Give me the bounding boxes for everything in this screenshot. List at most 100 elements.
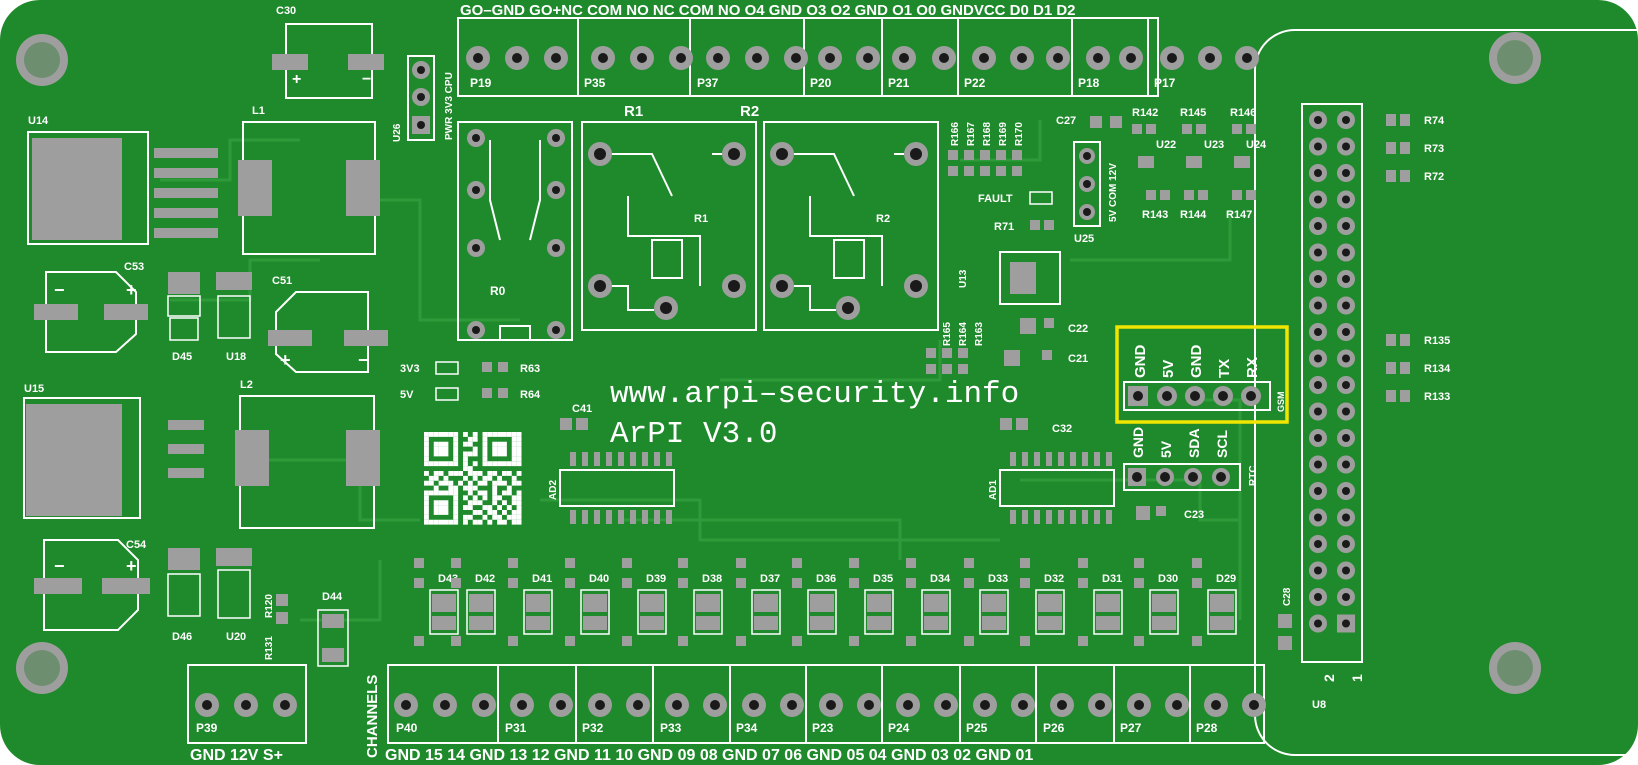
- channel-terminal-block[interactable]: [387, 664, 1266, 744]
- header-u26[interactable]: PWR 3V3 CPU U26: [392, 55, 455, 142]
- svg-text:R168: R168: [982, 122, 993, 146]
- svg-text:P27: P27: [1120, 721, 1142, 735]
- svg-text:GSM: GSM: [1276, 391, 1286, 412]
- svg-text:P31: P31: [505, 721, 527, 735]
- svg-text:R134: R134: [1424, 363, 1451, 375]
- resistor-array-r166: R166 R167 R168 R169 R170: [948, 122, 1025, 176]
- svg-text:U8: U8: [1312, 699, 1326, 711]
- svg-text:R163: R163: [974, 322, 985, 346]
- svg-text:R170: R170: [1014, 122, 1025, 146]
- resistor-array-r163: R165 R164 R163: [926, 322, 985, 374]
- svg-text:R120: R120: [264, 594, 275, 618]
- svg-text:P32: P32: [582, 721, 604, 735]
- svg-text:−: −: [358, 350, 369, 370]
- svg-text:GND: GND: [1132, 345, 1149, 379]
- channels-title: CHANNELS: [364, 675, 381, 758]
- svg-text:U22: U22: [1156, 139, 1176, 151]
- svg-text:−: −: [54, 556, 65, 576]
- relay-r2: R2: [763, 121, 939, 331]
- svg-text:5V: 5V: [1158, 440, 1174, 458]
- svg-text:R64: R64: [520, 389, 541, 401]
- module-u14: U14: [27, 115, 218, 245]
- svg-text:+: +: [126, 280, 137, 300]
- gpio-header-u8[interactable]: 2 1 U8: [1301, 103, 1365, 711]
- inductor-l1: L1: [238, 105, 380, 255]
- transistor-group: R142 R145 R146 U22 U23 U24 R143 R144 R14…: [1132, 107, 1267, 221]
- svg-text:U14: U14: [28, 115, 49, 127]
- svg-text:R63: R63: [520, 363, 540, 375]
- svg-text:+: +: [280, 350, 291, 370]
- svg-text:R74: R74: [1424, 115, 1445, 127]
- capacitor-c21: C21: [1004, 350, 1088, 366]
- led-fault: FAULT R71: [978, 191, 1054, 233]
- power-terminal-p39[interactable]: P39: [187, 664, 307, 744]
- diode-d46: D46: [167, 548, 201, 643]
- svg-text:C30: C30: [276, 5, 296, 17]
- svg-text:R73: R73: [1424, 143, 1444, 155]
- diode-label: D38: [702, 573, 722, 585]
- svg-text:U15: U15: [24, 383, 44, 395]
- diode-label: D40: [589, 573, 609, 585]
- qr-code: [422, 430, 522, 528]
- capacitor-c54: −+ C54: [34, 539, 150, 631]
- inductor-l2: L2: [235, 379, 380, 529]
- channel-terminal-refs: P40 P31 P32 P33 P34 P23 P24 P25 P26 P27 …: [396, 721, 1218, 735]
- svg-text:P25: P25: [966, 721, 988, 735]
- svg-text:P35: P35: [584, 76, 606, 90]
- svg-text:P40: P40: [396, 721, 418, 735]
- gsm-highlight-box: [1115, 325, 1289, 424]
- diode-label: D42: [475, 573, 495, 585]
- svg-text:R1: R1: [694, 213, 708, 225]
- svg-text:R71: R71: [994, 221, 1014, 233]
- svg-text:P33: P33: [660, 721, 682, 735]
- diode-d45: D45: [167, 272, 201, 363]
- resistor-r120: R120 R131: [264, 594, 288, 660]
- svg-text:R133: R133: [1424, 391, 1450, 403]
- capacitor-c53: −+ C53: [34, 261, 148, 353]
- diode-label: D37: [760, 573, 780, 585]
- svg-text:+: +: [126, 556, 137, 576]
- capacitor-c30: +− C30: [272, 5, 384, 99]
- svg-text:5V: 5V: [400, 389, 414, 401]
- svg-text:U26: U26: [392, 123, 403, 142]
- regulator-u18: U18: [216, 272, 252, 363]
- svg-text:TX: TX: [1216, 359, 1233, 378]
- svg-text:L2: L2: [240, 379, 253, 391]
- svg-text:1: 1: [1349, 674, 1365, 682]
- rtc-header[interactable]: GND 5V SDA SCL RTC C23: [1123, 427, 1259, 521]
- capacitor-c28: C28: [1278, 587, 1293, 650]
- relay-r0: R0: [457, 121, 573, 341]
- svg-text:P28: P28: [1196, 721, 1218, 735]
- svg-text:C41: C41: [572, 403, 592, 415]
- svg-text:P20: P20: [810, 76, 832, 90]
- svg-text:R2: R2: [876, 213, 890, 225]
- svg-text:U23: U23: [1204, 139, 1224, 151]
- svg-text:R143: R143: [1142, 209, 1168, 221]
- gsm-header[interactable]: GND 5V GND TX RX GSM: [1115, 325, 1289, 424]
- svg-text:C53: C53: [124, 261, 144, 273]
- diode-label: D32: [1044, 573, 1064, 585]
- svg-text:R166: R166: [950, 122, 961, 146]
- mounting-holes: [16, 32, 1541, 694]
- diode-label: D36: [816, 573, 836, 585]
- svg-text:R142: R142: [1132, 107, 1158, 119]
- svg-text:D46: D46: [172, 631, 192, 643]
- svg-text:R131: R131: [264, 636, 275, 660]
- diode-label: D31: [1102, 573, 1122, 585]
- version-label: ArPI V3.0: [610, 417, 777, 452]
- svg-text:P22: P22: [964, 76, 986, 90]
- svg-text:SDA: SDA: [1186, 428, 1202, 458]
- svg-text:U18: U18: [226, 351, 246, 363]
- top-terminal-block[interactable]: [457, 17, 1259, 97]
- relay-r1-top-label: R1: [624, 103, 643, 120]
- svg-text:C22: C22: [1068, 323, 1088, 335]
- svg-text:FAULT: FAULT: [978, 193, 1013, 205]
- diode-label: D33: [988, 573, 1008, 585]
- svg-text:C23: C23: [1184, 509, 1204, 521]
- diode-label: D41: [532, 573, 552, 585]
- svg-text:R165: R165: [942, 322, 953, 346]
- header-u25[interactable]: 5V COM 12V U25: [1073, 141, 1119, 245]
- svg-text:R135: R135: [1424, 335, 1450, 347]
- diode-label: D30: [1158, 573, 1178, 585]
